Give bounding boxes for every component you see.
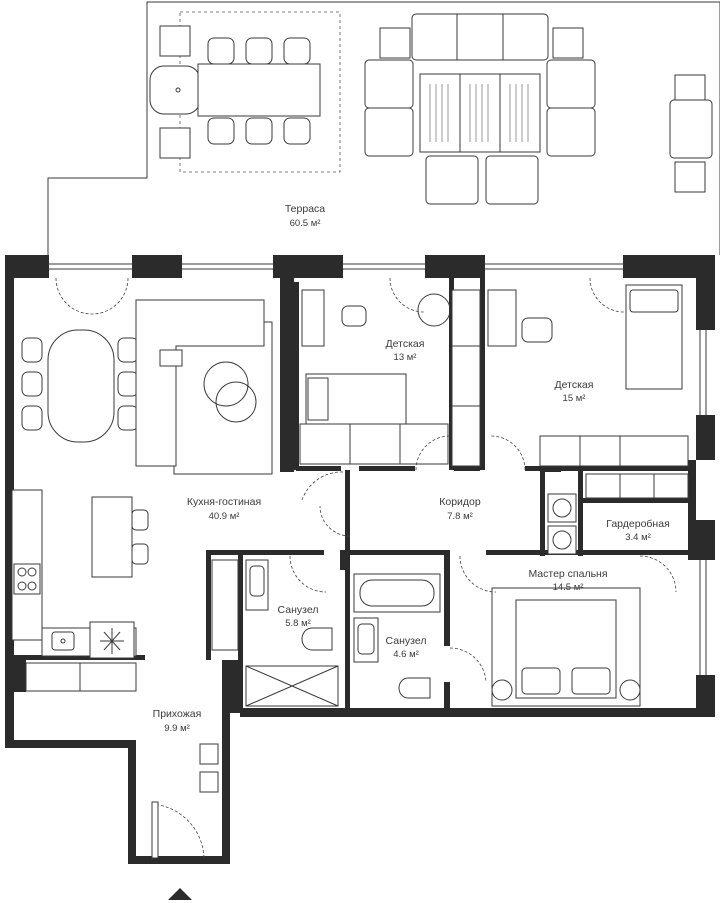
room-labels: Терраса 60.5 м² Детская 13 м² Детская 15…	[153, 203, 670, 734]
wardrobe-furniture	[547, 473, 689, 555]
room-area-kids2: 15 м²	[563, 393, 586, 404]
room-area-bath2: 4.6 м²	[393, 649, 419, 660]
room-name-kitchen: Кухня-гостиная	[187, 496, 261, 508]
entrance-arrow-icon	[168, 888, 192, 900]
walls	[5, 255, 715, 864]
room-name-bath1: Санузел	[278, 604, 319, 616]
room-name-terrace: Терраса	[285, 203, 325, 215]
room-name-bath2: Санузел	[386, 635, 427, 647]
room-name-master: Мастер спальня	[528, 568, 607, 580]
room-area-bath1: 5.8 м²	[285, 618, 311, 629]
room-area-wardrobe: 3.4 м²	[625, 532, 651, 543]
room-name-wardrobe: Гардеробная	[606, 518, 670, 530]
room-area-hall: 9.9 м²	[164, 723, 190, 734]
room-name-kids1: Детская	[386, 338, 425, 350]
terrace-area	[47, 1, 720, 255]
room-name-hall: Прихожая	[153, 708, 202, 720]
room-area-kitchen: 40.9 м²	[209, 511, 240, 522]
room-area-master: 14.5 м²	[553, 582, 584, 593]
room-name-kids2: Детская	[555, 379, 594, 391]
kids-rooms-furniture	[299, 284, 689, 467]
room-area-terrace: 60.5 м²	[290, 218, 321, 229]
kitchen-living-furniture	[11, 299, 273, 860]
room-area-kids1: 13 м²	[394, 352, 417, 363]
room-name-corridor: Коридор	[439, 496, 481, 508]
bathrooms-furniture	[211, 559, 441, 707]
doors	[55, 277, 677, 683]
room-area-corridor: 7.8 м²	[447, 511, 473, 522]
master-bedroom-furniture	[491, 587, 641, 707]
